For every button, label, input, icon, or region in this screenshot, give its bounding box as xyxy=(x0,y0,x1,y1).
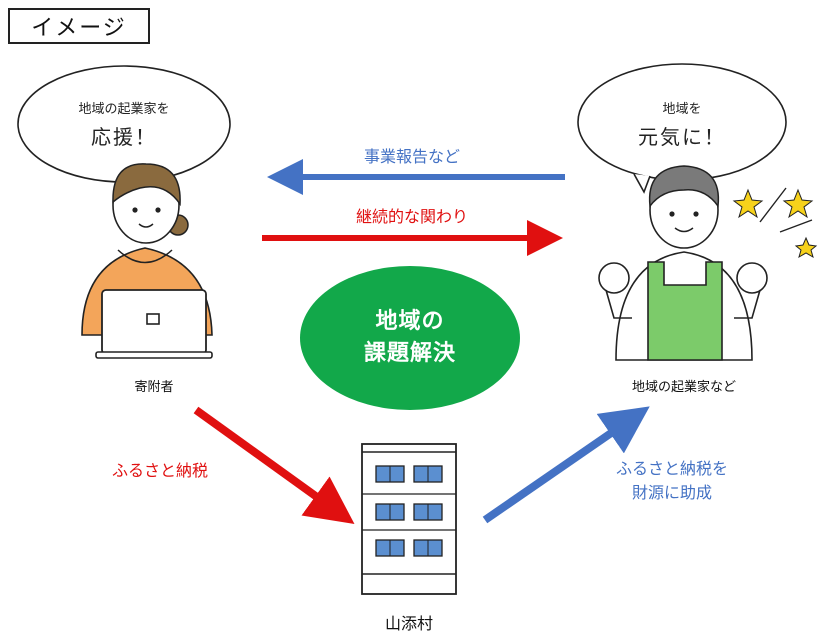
center-text: 地域の 課題解決 xyxy=(310,306,510,370)
center-line2: 課題解決 xyxy=(363,341,456,366)
donor-bubble-line2: 応援！ xyxy=(91,125,157,149)
entrepreneur-bubble-line2: 元気に！ xyxy=(638,125,726,149)
village-label: 山添村 xyxy=(384,614,433,633)
center-line1: 地域の xyxy=(375,309,445,334)
donor-illustration xyxy=(81,163,213,359)
donor-label: 寄附者 xyxy=(134,380,174,395)
entrepreneur-illustration xyxy=(598,165,768,361)
arrow-furusato-down xyxy=(193,406,355,525)
label-furusato: ふるさと納税 xyxy=(111,461,208,480)
entrepreneur-bubble-text: 地域を 元気に！ xyxy=(602,98,762,150)
arrow-grant-up xyxy=(482,406,650,524)
center-ellipse xyxy=(300,266,520,410)
title-box: イメージ xyxy=(8,8,150,44)
donor-bubble-text: 地域の起業家を 応援！ xyxy=(44,98,204,150)
label-grant-line2: 財源に助成 xyxy=(631,483,712,502)
donor-bubble-line1: 地域の起業家を xyxy=(78,102,170,117)
label-grant-line1: ふるさと納税を xyxy=(615,459,728,478)
label-involvement: 継続的な関わり xyxy=(355,207,468,226)
label-report: 事業報告など xyxy=(363,147,460,166)
sparkle-stars xyxy=(732,187,818,259)
entrepreneur-label: 地域の起業家など xyxy=(631,380,736,395)
entrepreneur-bubble-line1: 地域を xyxy=(662,102,702,117)
village-building xyxy=(361,443,457,595)
label-grant: ふるさと納税を 財源に助成 xyxy=(582,457,762,505)
